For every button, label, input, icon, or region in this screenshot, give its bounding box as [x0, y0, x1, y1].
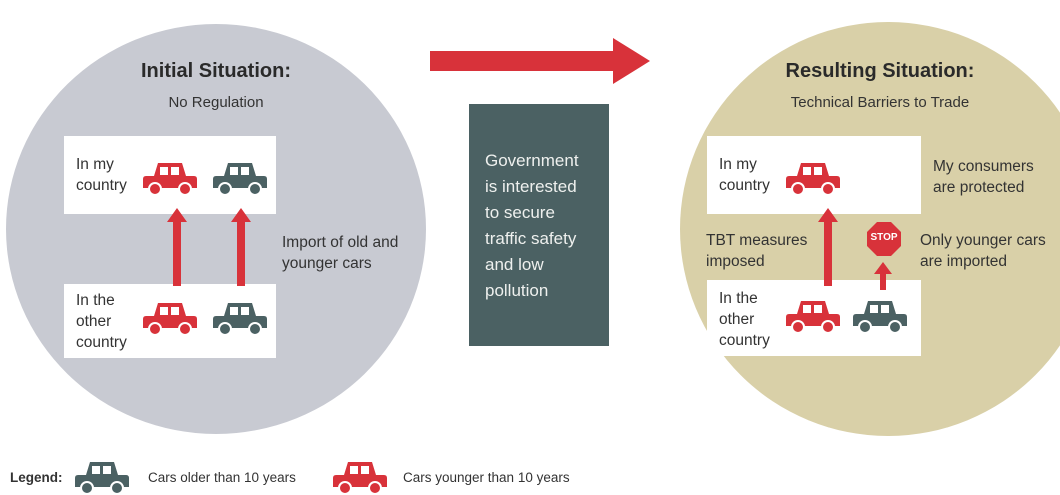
import-arrow-icon	[818, 208, 838, 286]
consumers-note: My consumers are protected	[933, 158, 1034, 196]
grey-car-icon	[213, 163, 267, 196]
resulting-other-country-label: In the other country	[719, 290, 770, 349]
grey-car-icon	[853, 301, 907, 334]
tbt-note: TBT measures imposed	[706, 232, 808, 270]
blocked-arrow-icon	[874, 262, 892, 290]
initial-situation-circle	[6, 24, 426, 434]
resulting-my-country-label: In my country	[719, 156, 770, 194]
grey-car-icon	[75, 462, 129, 495]
legend-older: Cars older than 10 years	[148, 470, 296, 485]
stop-sign-label: STOP	[870, 232, 898, 243]
import-arrow-icon	[167, 208, 187, 286]
red-car-icon	[786, 163, 840, 196]
government-box: Government is interested to secure traff…	[469, 104, 609, 346]
red-car-icon	[143, 303, 197, 336]
initial-title: Initial Situation:	[141, 60, 291, 82]
resulting-title: Resulting Situation:	[785, 60, 975, 82]
younger-note: Only younger cars are imported	[920, 232, 1046, 270]
initial-other-country-box: In the other country	[64, 284, 276, 358]
initial-subtitle: No Regulation	[168, 94, 264, 111]
red-car-icon	[333, 462, 387, 495]
initial-my-country-label: In my country	[76, 156, 127, 194]
red-car-icon	[143, 163, 197, 196]
red-car-icon	[786, 301, 840, 334]
stop-sign-icon: STOP	[866, 221, 902, 257]
initial-other-country-label: In the other country	[76, 292, 127, 351]
direction-arrow-icon	[430, 38, 650, 84]
government-text: Government is interested to secure traff…	[485, 151, 579, 300]
resulting-my-country-box: In my country	[707, 136, 921, 214]
legend-title: Legend:	[10, 470, 63, 485]
import-arrow-icon	[231, 208, 251, 286]
resulting-subtitle: Technical Barriers to Trade	[790, 94, 970, 111]
grey-car-icon	[213, 303, 267, 336]
import-note: Import of old and younger cars	[282, 234, 399, 272]
legend-younger: Cars younger than 10 years	[403, 470, 570, 485]
